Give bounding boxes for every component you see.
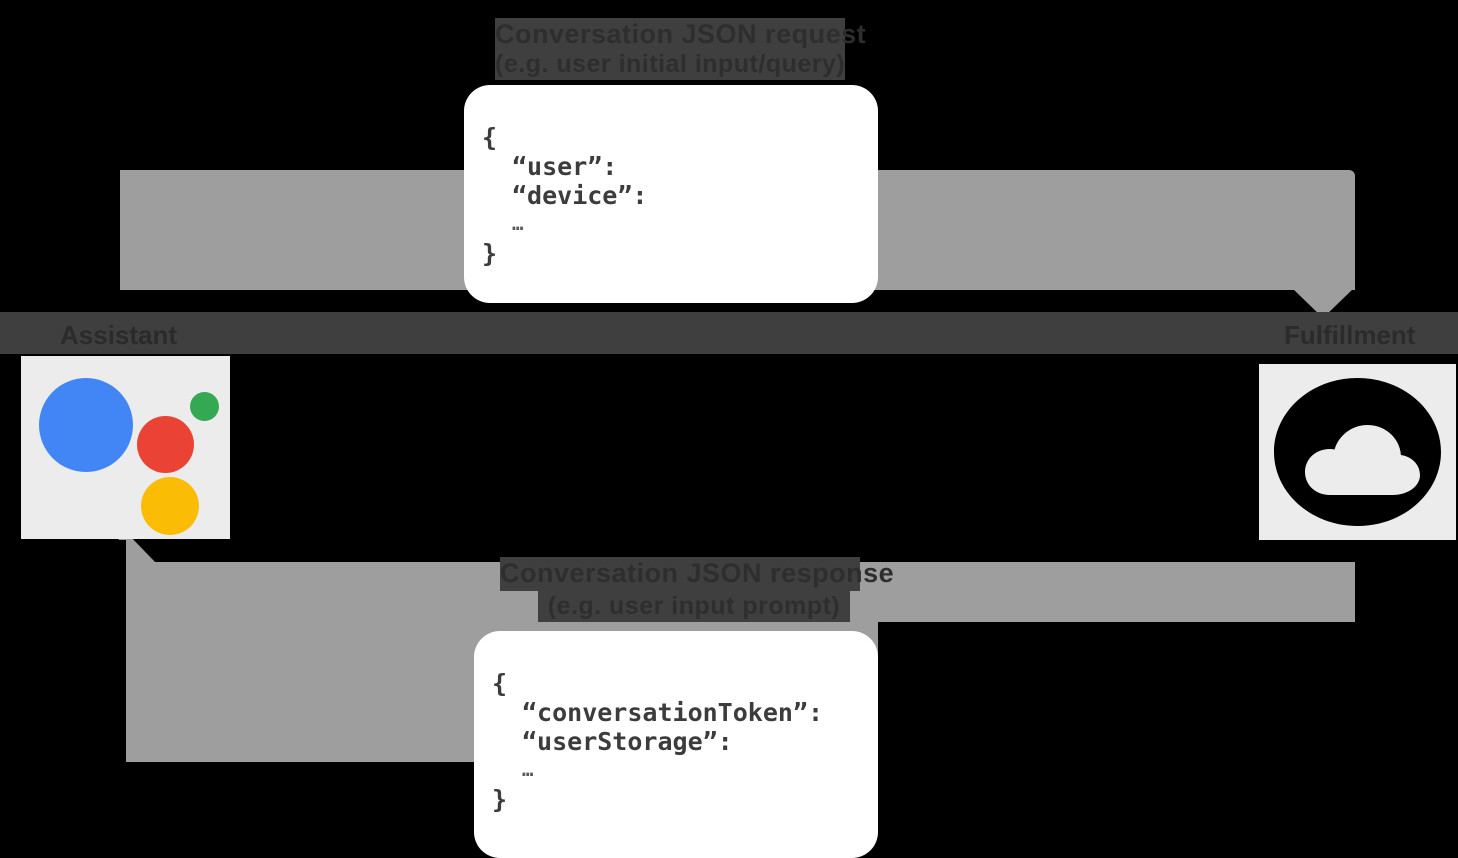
google-assistant-red-dot-icon xyxy=(137,416,194,473)
json-key: “device”: xyxy=(512,181,648,210)
background-mask xyxy=(878,622,1355,762)
background-mask xyxy=(0,80,464,170)
request-caption-secondary: (e.g. user initial input/query) xyxy=(495,48,846,80)
response-json-card: { “conversationToken”: “userStorage”: … … xyxy=(474,631,878,858)
request-caption-primary: Conversation JSON request xyxy=(495,18,866,52)
assistant-node-icon-tile xyxy=(21,356,230,539)
background-mask xyxy=(1355,170,1458,288)
assistant-node-label: Assistant xyxy=(60,320,178,350)
json-close-brace: } xyxy=(482,239,498,268)
background-mask xyxy=(1355,540,1458,858)
json-key: “userStorage”: xyxy=(522,727,733,756)
google-assistant-yellow-dot-icon xyxy=(141,477,199,535)
google-assistant-green-dot-icon xyxy=(190,392,219,421)
node-rail xyxy=(0,312,1458,354)
cloud-icon xyxy=(1274,378,1441,526)
request-json-card: { “user”: “device”: … } xyxy=(464,85,878,303)
json-key: “conversationToken”: xyxy=(522,698,824,727)
response-caption-primary: Conversation JSON response xyxy=(500,557,894,591)
fulfillment-node-icon-tile xyxy=(1259,364,1456,540)
json-open-brace: { xyxy=(482,123,498,152)
json-ellipsis: … xyxy=(522,759,534,781)
background-mask xyxy=(0,170,120,312)
google-assistant-blue-dot-icon xyxy=(39,378,133,472)
background-mask xyxy=(0,540,126,858)
json-key: “user”: xyxy=(512,152,618,181)
json-open-brace: { xyxy=(492,669,508,698)
background-mask xyxy=(0,354,21,540)
fulfillment-node-label: Fulfillment xyxy=(1284,320,1416,350)
background-mask xyxy=(878,80,1458,170)
json-close-brace: } xyxy=(492,785,508,814)
json-ellipsis: … xyxy=(512,213,524,235)
response-caption-secondary: (e.g. user input prompt) xyxy=(538,590,850,622)
background-mask xyxy=(230,354,1259,540)
